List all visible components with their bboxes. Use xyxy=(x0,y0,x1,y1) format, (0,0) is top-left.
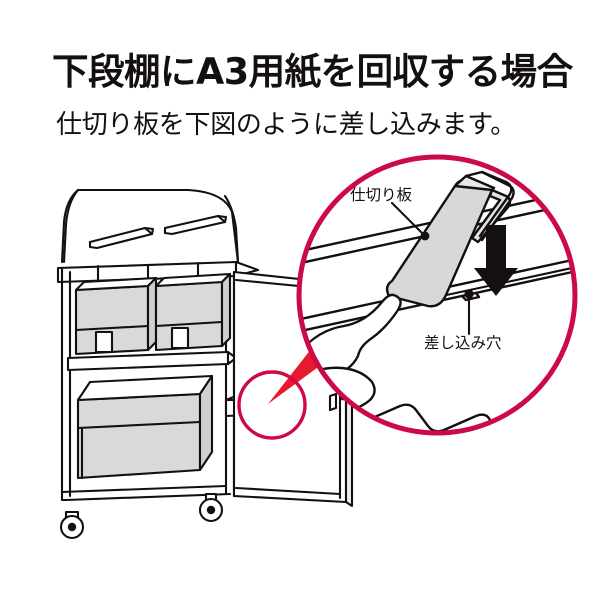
magnifier-contents xyxy=(299,157,575,433)
slot-highlight-circle xyxy=(237,370,307,440)
page-title: 下段棚にA3用紙を回収する場合 xyxy=(52,50,573,93)
upper-bin-left xyxy=(74,276,158,356)
middle-shelf xyxy=(66,350,238,372)
insert-direction-arrow xyxy=(474,225,518,296)
paper-slot-right xyxy=(163,214,228,236)
partition-plate xyxy=(385,170,515,308)
lower-bin xyxy=(76,374,214,480)
caster-front-left xyxy=(59,510,85,540)
upper-bin-right xyxy=(154,272,232,352)
detail-magnifier-circle xyxy=(296,154,578,436)
page-subtitle: 仕切り板を下図のように差し込みます。 xyxy=(56,110,517,140)
caster-front-right xyxy=(198,492,224,523)
hood-shelf-lip xyxy=(56,260,260,284)
insertion-hole-marker xyxy=(464,289,474,336)
paper-slot-left xyxy=(88,226,155,250)
label-partition-plate: 仕切り板 xyxy=(350,186,413,204)
label-insertion-hole: 差し込み穴 xyxy=(424,334,502,352)
partition-plate-leader xyxy=(390,201,430,241)
